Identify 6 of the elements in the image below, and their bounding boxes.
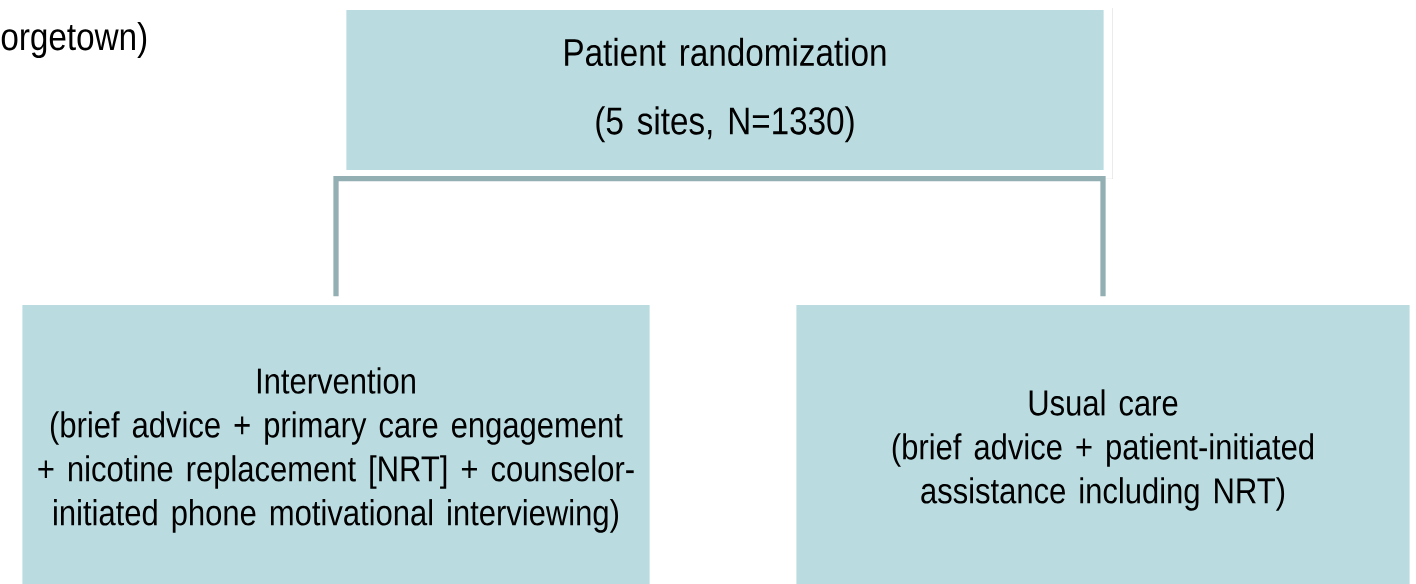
process-box: Intervention (brief advice + primary care engagement + nicotine replacement [NRT] + counselor-initiated phone motivational interviewing): [13, 296, 659, 584]
process-box: Usual care (brief advice + patient-initiated assistance including NRT): [787, 296, 1416, 584]
connector-line: [725, 176, 1106, 297]
process-box: Patient randomization (5 sites, N=1330): [337, 1, 1113, 179]
cut-off-text: orgetown): [1, 21, 147, 58]
connector-line: [333, 176, 725, 297]
